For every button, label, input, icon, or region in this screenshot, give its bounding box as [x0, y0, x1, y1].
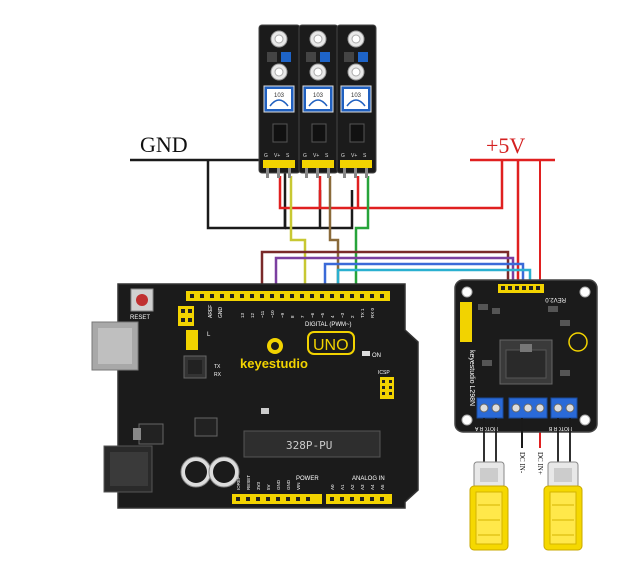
analog-pin-label: A4 [370, 484, 375, 490]
wire-sensor1-signal [289, 176, 307, 296]
digital-pin-label: ~6 [310, 312, 315, 318]
analog-pin-label: A2 [350, 484, 355, 490]
digital-header [186, 291, 390, 301]
driver-code-label: REV2.0 [545, 296, 566, 302]
on-label: ON [372, 353, 381, 359]
uno-logo [307, 331, 355, 355]
power-pin-label: IOREF [236, 476, 241, 490]
wire-ctrl-cyan [336, 268, 532, 296]
wire-ctrl-darkred [260, 250, 510, 296]
digital-pin-label: RX 0 [370, 307, 375, 318]
digital-pin-label: 8 [290, 315, 295, 318]
brand-label: keyestudio [240, 356, 308, 371]
power-label: POWER [296, 476, 319, 482]
line-sensor-1: 103 G V+ S [258, 24, 301, 178]
power-pin-label: 3V3 [256, 481, 261, 490]
digital-pin-label: ~11 [260, 310, 265, 318]
line-sensor-2: 103 G V+ S [298, 24, 339, 178]
gnd-pin-label: GND [218, 307, 224, 319]
digital-pin-label: 12 [250, 312, 255, 318]
power-pin-label: GND [276, 479, 281, 490]
power-pin-label: GND [286, 479, 291, 490]
wire-sensor2-signal [328, 176, 340, 296]
digital-pwm-label: DIGITAL (PWM~) [305, 322, 352, 328]
plus5v-label: +5V [486, 133, 525, 158]
sensor-pin-v: V+ [313, 153, 319, 159]
l298n-driver-board: REV2.0 keyestudio L298N MOTOR A MOTOR B [454, 279, 598, 433]
icsp-label: ICSP [378, 370, 390, 376]
digital-pin-label: TX 1 [360, 308, 365, 318]
dc-in-minus-label: DC IN- [518, 452, 526, 474]
gear-motor-b [543, 461, 583, 551]
power-pin-label: RESET [246, 475, 251, 490]
sensor-pin-g: G [264, 153, 268, 159]
sensor-pin-v: V+ [351, 153, 357, 159]
gnd-link-sensor1 [272, 170, 287, 228]
analog-pin-label: A3 [360, 484, 365, 490]
sensor-pin-s: S [286, 153, 290, 159]
sensor-pin-g: G [341, 153, 345, 159]
dc-in-plus-label: DC IN+ [536, 452, 544, 475]
digital-pin-label: 13 [240, 312, 245, 318]
sensor-pin-v: V+ [274, 153, 280, 159]
arduino-uno-board: RESET AREF GND DIGITAL (PWM~) L keyestud… [91, 283, 419, 509]
motor-a-terminal [476, 397, 504, 419]
wire-sensor3-signal [354, 176, 370, 296]
wire-ctrl-blue [323, 262, 525, 296]
sensor-pin-g: G [303, 153, 307, 159]
pot-label: 103 [313, 93, 324, 99]
digital-pin-label: ~10 [270, 310, 275, 318]
analog-header [326, 494, 392, 504]
rx-label: RX [214, 372, 222, 378]
sensor-pin-s: S [325, 153, 329, 159]
power-pin-labels: IOREF RESET 3V3 5V GND GND VIN [236, 475, 301, 490]
chip-label: 328P-PU [286, 439, 332, 452]
power-pin-label: VIN [296, 482, 301, 490]
digital-pin-label: 7 [300, 315, 305, 318]
plus5v-to-sensors [278, 160, 504, 210]
motor-b-terminal [550, 397, 578, 419]
sensor-pin-s: S [363, 153, 367, 159]
digital-pin-label: ~9 [280, 312, 285, 318]
digital-pin-label: ~5 [320, 312, 325, 318]
mcu-chip [243, 430, 381, 458]
gnd-label: GND [140, 132, 188, 157]
analog-pin-labels: A0 A1 A2 A3 A4 A5 [330, 484, 385, 490]
driver-name-label: keyestudio L298N [468, 350, 475, 406]
uno-label: UNO [313, 337, 349, 354]
l-led-label: L [207, 332, 211, 338]
digital-header-holes [190, 294, 384, 298]
analog-pin-label: A5 [380, 484, 385, 490]
tx-label: TX [214, 364, 221, 370]
pot-label: 103 [351, 93, 362, 99]
digital-pin-label: ~3 [340, 312, 345, 318]
analog-pin-label: A1 [340, 484, 345, 490]
digital-pin-labels: 13 12 ~11 ~10 ~9 8 7 ~6 ~5 4 ~3 2 TX 1 RX 0 [240, 307, 375, 318]
gear-motor-a [469, 461, 509, 551]
pot-label: 103 [274, 93, 285, 99]
aref-label: AREF [208, 305, 214, 318]
analog-label: ANALOG IN [352, 476, 385, 482]
digital-pin-label: 2 [350, 315, 355, 318]
power-pin-label: 5V [266, 484, 271, 490]
motor-a-label: MOTOR A [474, 425, 498, 431]
digital-pin-label: 4 [330, 315, 335, 318]
reset-label: RESET [130, 315, 150, 321]
analog-pin-label: A0 [330, 484, 335, 490]
motor-b-label: MOTOR B [548, 425, 572, 431]
line-sensor-3: 103 G V+ S [336, 24, 377, 178]
